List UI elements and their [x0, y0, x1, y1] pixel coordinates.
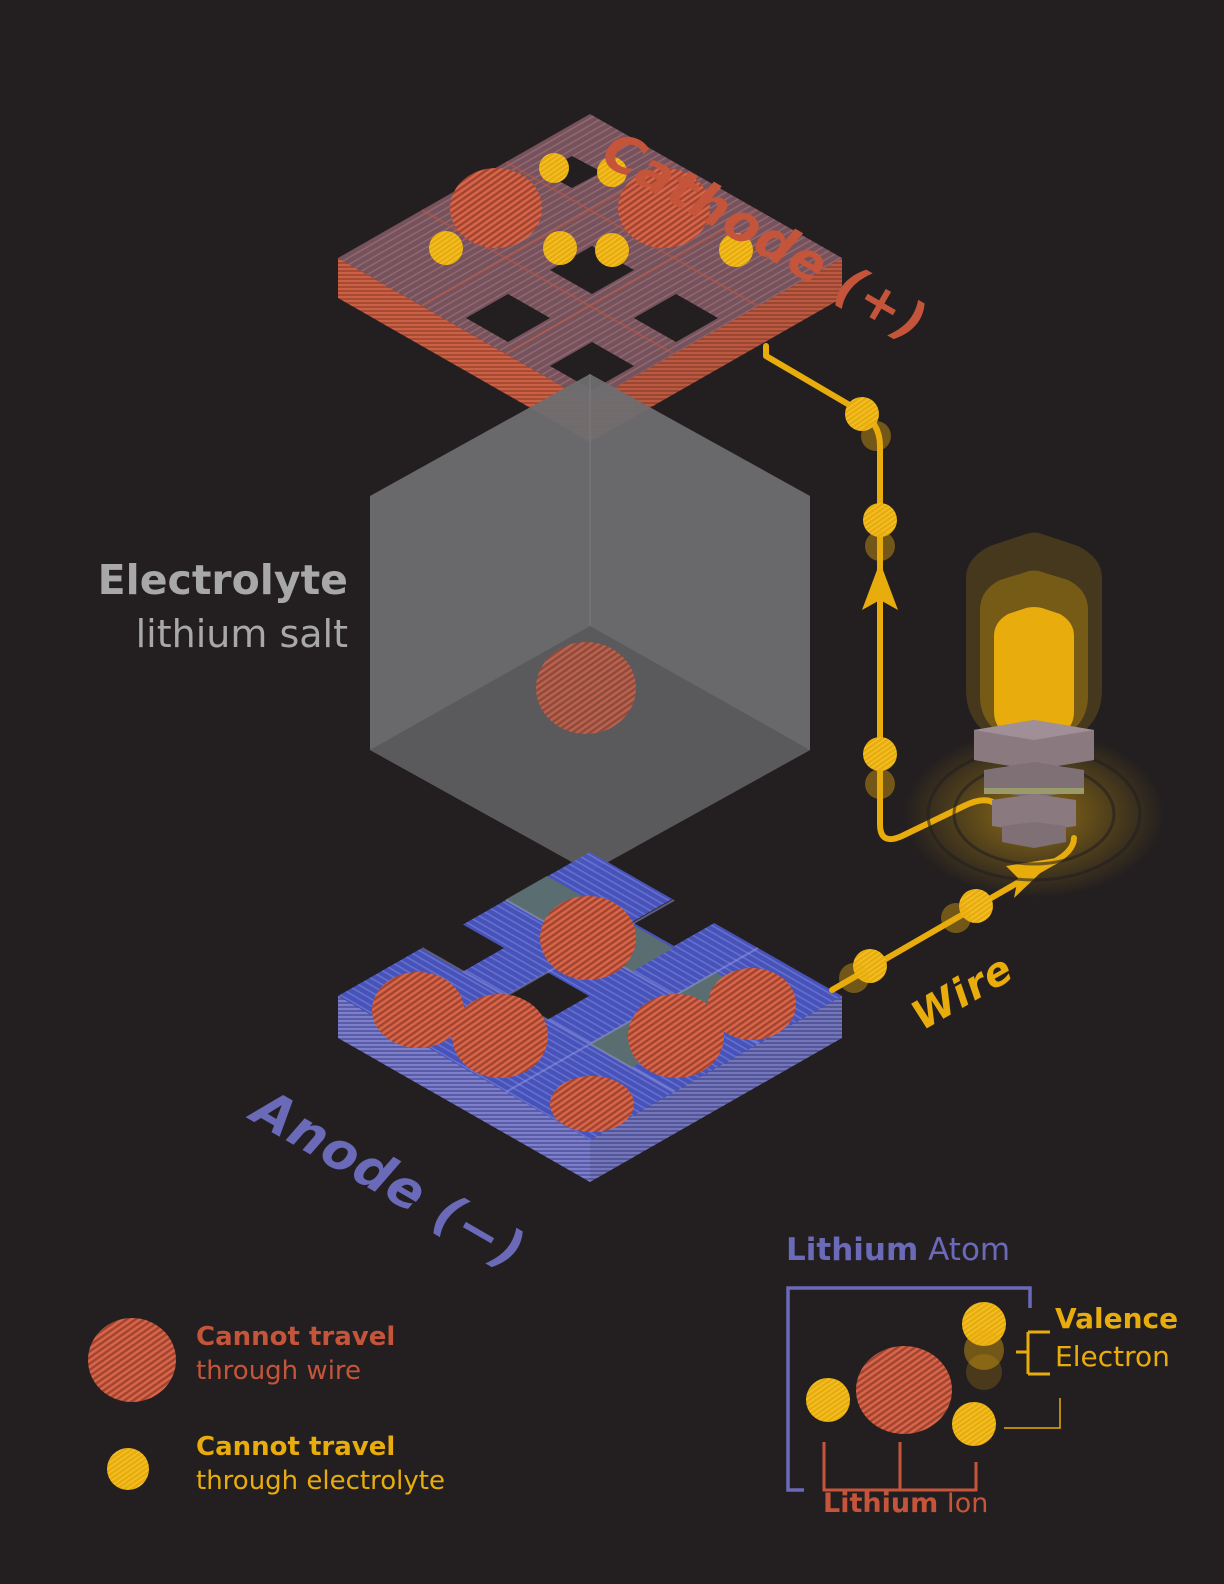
light-bulb-icon	[904, 532, 1164, 898]
lithium-ion	[372, 972, 464, 1048]
cathode-ions	[450, 168, 710, 248]
lithium-atom-label: Lithium Atom	[786, 1232, 1010, 1268]
lithium-ion	[540, 896, 636, 980]
electron	[539, 153, 569, 183]
lithium-ion	[450, 168, 542, 248]
lithium-atom-word: Atom	[928, 1232, 1011, 1268]
lithium-ion-label: Lithium Ion	[823, 1488, 988, 1519]
electron	[597, 157, 627, 187]
electrolyte-cube	[370, 374, 810, 872]
electron	[806, 1378, 850, 1422]
lithium-atom-key	[786, 1286, 1061, 1492]
electron	[543, 231, 577, 265]
electrolyte-subtitle: lithium salt	[135, 612, 348, 656]
legend-icons	[88, 1318, 176, 1490]
electron	[595, 233, 629, 267]
lithium-ion	[618, 168, 710, 248]
lithium-ion	[856, 1346, 952, 1434]
electron	[962, 1302, 1006, 1346]
lithium-ion	[536, 642, 636, 734]
valence-label: Valence	[1055, 1302, 1179, 1335]
lithium-ion	[550, 1076, 634, 1132]
electrolyte-title: Electrolyte	[97, 556, 348, 604]
ion-icon	[88, 1318, 176, 1402]
lithium-ion	[452, 994, 548, 1078]
electron-icon	[107, 1448, 149, 1490]
electron	[719, 233, 753, 267]
legend-ion-subtitle: through wire	[196, 1356, 362, 1386]
lithium-ion-word: Ion	[946, 1488, 989, 1519]
cathode-electrons	[429, 153, 753, 267]
lithium-ion	[628, 994, 724, 1078]
lithium-ion-bold: Lithium	[823, 1488, 939, 1519]
anode-ions	[372, 896, 796, 1132]
legend-ion-title: Cannot travel	[196, 1322, 396, 1352]
arrowhead-icon	[862, 562, 898, 610]
legend-electron-title: Cannot travel	[196, 1432, 396, 1462]
lithium-atom-bold: Lithium	[786, 1232, 919, 1268]
electron-label: Electron	[1055, 1340, 1170, 1373]
legend-electron-subtitle: through electrolyte	[196, 1466, 445, 1496]
electron	[952, 1402, 996, 1446]
wire-electrons	[839, 397, 993, 993]
electron	[429, 231, 463, 265]
lithium-ion	[708, 968, 796, 1040]
